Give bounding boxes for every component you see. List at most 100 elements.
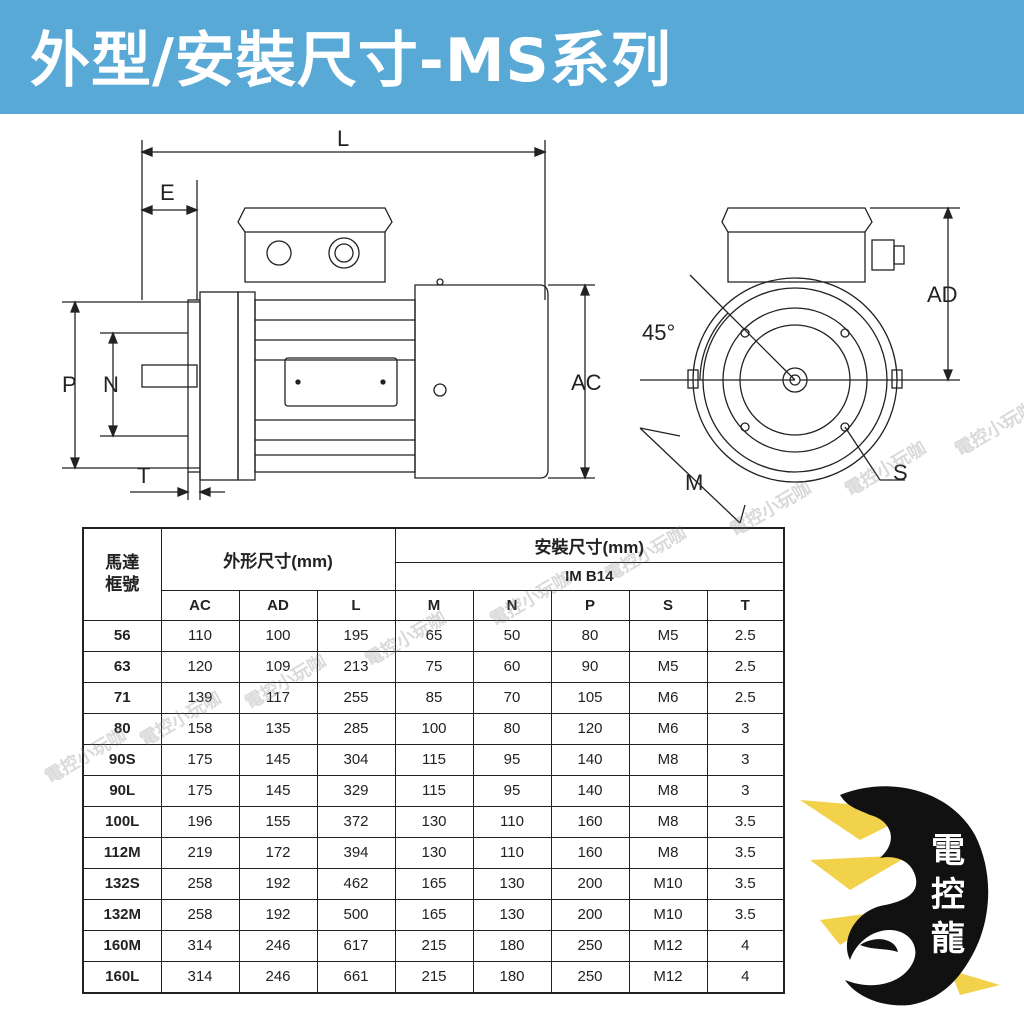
dimension-cell: 100 bbox=[394, 712, 474, 745]
dimension-cell: 3 bbox=[706, 712, 785, 745]
dimension-cell: 115 bbox=[394, 743, 474, 776]
dimension-cell: 258 bbox=[160, 867, 240, 900]
frame-size-cell: 132S bbox=[82, 867, 162, 900]
dimension-cell: M12 bbox=[628, 960, 708, 993]
column-header: AD bbox=[238, 589, 318, 621]
dimension-cell: M6 bbox=[628, 712, 708, 745]
dim-label-L: L bbox=[337, 126, 349, 151]
dimension-cell: 130 bbox=[472, 898, 552, 931]
column-header: P bbox=[550, 589, 630, 621]
column-header: L bbox=[316, 589, 396, 621]
dimension-cell: 500 bbox=[316, 898, 396, 931]
dimension-cell: 3.5 bbox=[706, 836, 785, 869]
dimension-cell: M12 bbox=[628, 929, 708, 962]
dimension-cell: 285 bbox=[316, 712, 396, 745]
dimension-cell: 135 bbox=[238, 712, 318, 745]
frame-size-cell: 160L bbox=[82, 960, 162, 993]
dimension-cell: 4 bbox=[706, 960, 785, 993]
dimension-cell: 219 bbox=[160, 836, 240, 869]
dimension-cell: 155 bbox=[238, 805, 318, 838]
dimension-cell: 75 bbox=[394, 650, 474, 683]
dimension-cell: 661 bbox=[316, 960, 396, 993]
dimension-cell: 140 bbox=[550, 774, 630, 807]
dimension-cell: 2.5 bbox=[706, 681, 785, 714]
dimension-cell: 145 bbox=[238, 774, 318, 807]
dimension-cell: M5 bbox=[628, 619, 708, 652]
dimension-cell: 60 bbox=[472, 650, 552, 683]
dimension-cell: 165 bbox=[394, 867, 474, 900]
dimension-cell: 372 bbox=[316, 805, 396, 838]
dimension-cell: 95 bbox=[472, 774, 552, 807]
dimension-cell: 172 bbox=[238, 836, 318, 869]
dimension-cell: 246 bbox=[238, 929, 318, 962]
dimension-cell: 195 bbox=[316, 619, 396, 652]
dimension-cell: 192 bbox=[238, 867, 318, 900]
dimension-cell: 180 bbox=[472, 929, 552, 962]
frame-size-cell: 56 bbox=[82, 619, 162, 652]
column-header: S bbox=[628, 589, 708, 621]
install-dimensions-header: 安裝尺寸(mm) bbox=[394, 527, 785, 563]
page-header: 外型/安裝尺寸-MS系列 bbox=[0, 0, 1024, 114]
dimension-cell: 304 bbox=[316, 743, 396, 776]
column-header: AC bbox=[160, 589, 240, 621]
dimension-cell: 215 bbox=[394, 929, 474, 962]
dim-label-M: M bbox=[685, 470, 703, 495]
dimension-cell: 4 bbox=[706, 929, 785, 962]
dimension-cell: M8 bbox=[628, 743, 708, 776]
dim-label-S: S bbox=[893, 460, 908, 485]
column-header-row: AC AD L M N P S T bbox=[83, 589, 785, 621]
dimension-cell: 105 bbox=[550, 681, 630, 714]
dimension-cell: 250 bbox=[550, 929, 630, 962]
dimension-cell: 180 bbox=[472, 960, 552, 993]
page-title: 外型/安裝尺寸-MS系列 bbox=[30, 26, 672, 96]
dimension-cell: 213 bbox=[316, 650, 396, 683]
dimension-cell: 80 bbox=[550, 619, 630, 652]
dimension-cell: 95 bbox=[472, 743, 552, 776]
dimension-cell: 2.5 bbox=[706, 650, 785, 683]
dimension-cell: 215 bbox=[394, 960, 474, 993]
dimension-cell: 160 bbox=[550, 805, 630, 838]
dimension-cell: 3.5 bbox=[706, 805, 785, 838]
dimension-cell: 175 bbox=[160, 743, 240, 776]
dim-label-T: T bbox=[137, 463, 150, 488]
dim-label-P: P bbox=[62, 372, 77, 397]
column-header: M bbox=[394, 589, 474, 621]
dimension-cell: 158 bbox=[160, 712, 240, 745]
dim-label-E: E bbox=[160, 180, 175, 205]
dimension-cell: 120 bbox=[550, 712, 630, 745]
dimension-cell: 165 bbox=[394, 898, 474, 931]
dimension-table: 馬達 框號 外形尺寸(mm) 安裝尺寸(mm) IM B14 AC AD L M… bbox=[82, 527, 785, 994]
logo-char-2: 控 bbox=[931, 875, 965, 915]
dimension-cell: 255 bbox=[316, 681, 396, 714]
frame-size-cell: 132M bbox=[82, 898, 162, 931]
dragon-logo-icon bbox=[800, 786, 1000, 1006]
dimension-cell: 3.5 bbox=[706, 867, 785, 900]
dimension-cell: 130 bbox=[472, 867, 552, 900]
dimension-cell: 462 bbox=[316, 867, 396, 900]
logo-char-3: 龍 bbox=[931, 919, 965, 959]
dimension-cell: M6 bbox=[628, 681, 708, 714]
dimension-cell: 3 bbox=[706, 743, 785, 776]
frame-size-cell: 80 bbox=[82, 712, 162, 745]
dimension-cell: 80 bbox=[472, 712, 552, 745]
dimension-cell: 250 bbox=[550, 960, 630, 993]
dimension-cell: M8 bbox=[628, 774, 708, 807]
dimension-cell: 314 bbox=[160, 929, 240, 962]
dimension-cell: 90 bbox=[550, 650, 630, 683]
dimension-cell: 110 bbox=[472, 836, 552, 869]
dimension-cell: 70 bbox=[472, 681, 552, 714]
dimension-cell: 140 bbox=[550, 743, 630, 776]
dimension-cell: 3.5 bbox=[706, 898, 785, 931]
dimension-cell: M5 bbox=[628, 650, 708, 683]
mount-type-header: IM B14 bbox=[394, 561, 785, 591]
